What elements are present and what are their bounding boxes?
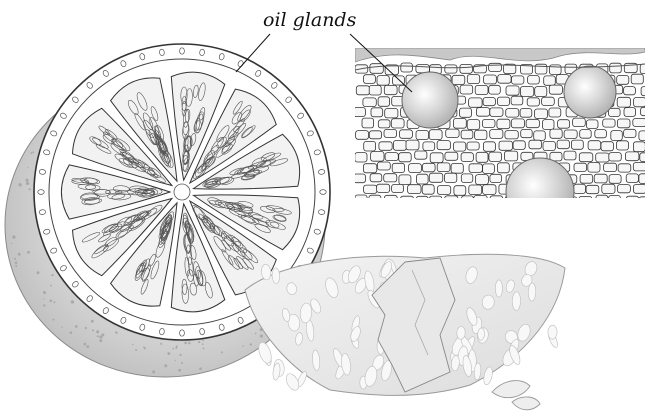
oil-gland-3 <box>506 158 574 226</box>
oil-gland-1 <box>402 72 458 128</box>
fruit-wedge <box>245 254 565 395</box>
oil-glands-label: oil glands <box>263 9 357 31</box>
fruit-core <box>174 184 190 200</box>
seeds <box>492 381 540 410</box>
cell-detail-inset <box>354 48 645 240</box>
oil-gland-2 <box>564 66 616 118</box>
